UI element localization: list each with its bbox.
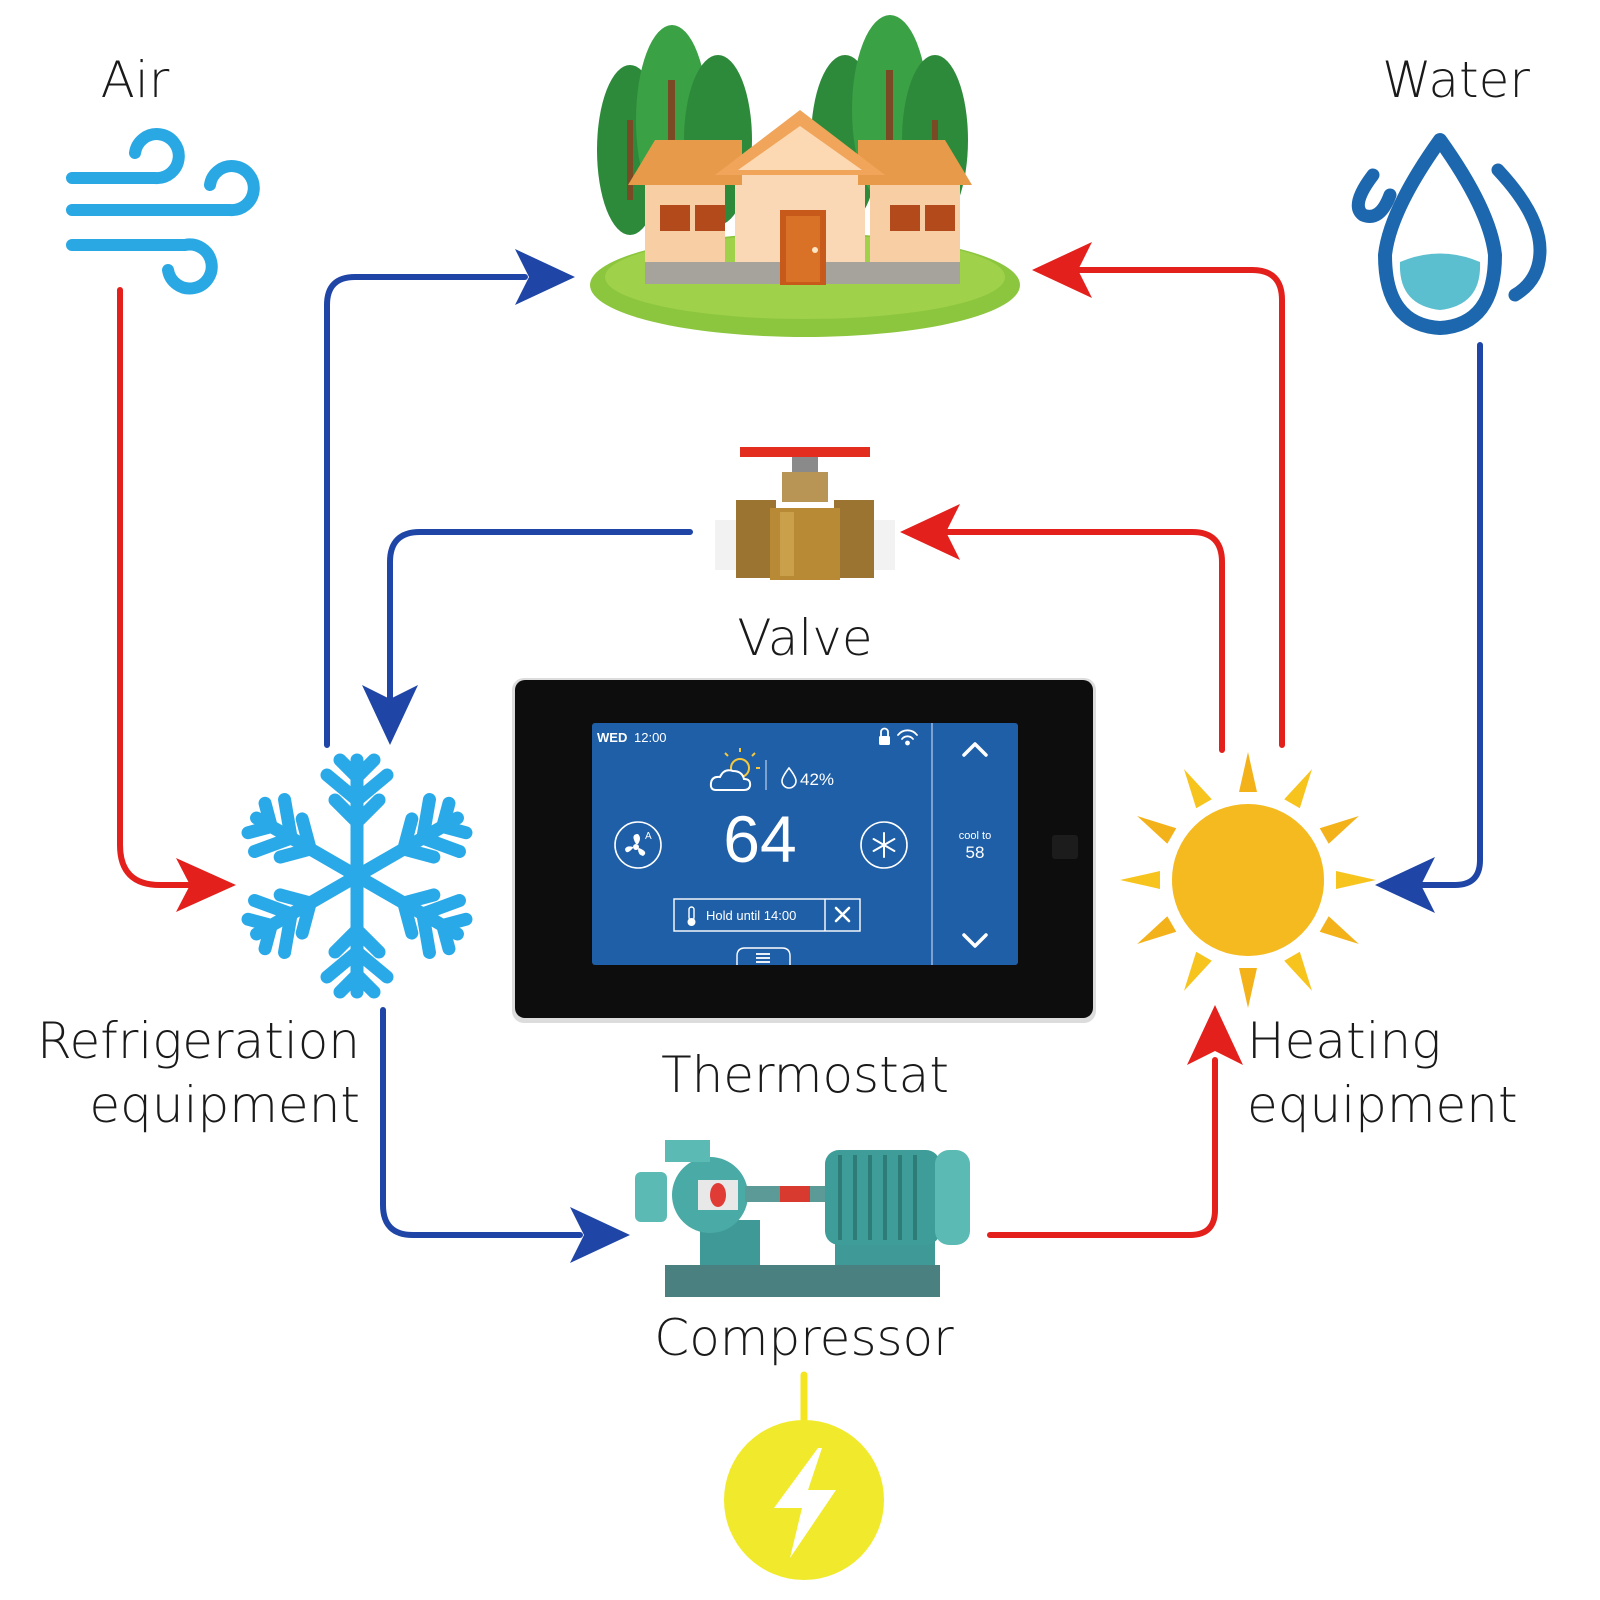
setpoint-label: cool to [959,830,991,842]
water-to-heating-line [1417,342,1483,888]
screen-humidity: 42% [800,770,834,789]
compressor-label: Compressor [654,1309,954,1367]
cool-mode-button[interactable] [860,821,908,869]
sun-ray [1284,951,1312,991]
sun-ray [1239,752,1257,792]
wifi-icon [897,729,918,746]
sun-ray [1336,871,1376,889]
screen-day: WED [597,730,627,745]
sun-ray [1239,968,1257,1008]
thermostat-screen: WED 12:00 42% 64 [592,723,1018,965]
valve-to-refrigeration-line [387,529,693,703]
humidity-icon [781,766,797,789]
compressor-to-heating-line [987,1057,1218,1238]
close-icon [834,906,851,923]
sun-ray [1319,816,1359,844]
menu-icon [756,953,770,963]
setpoint-value: 58 [966,843,985,862]
air-to-refrigeration-line [117,287,193,888]
screen-temperature: 64 [723,802,796,876]
temperature-down-button[interactable] [940,920,1010,960]
heating-to-house-line [1075,267,1285,748]
thermometer-icon [687,906,696,926]
compressor-node: Compressor [635,1140,970,1367]
water-drops-icon [1351,133,1547,335]
pump-icon [635,1140,970,1297]
thermostat-device: WED 12:00 42% 64 [512,678,1096,1104]
refrigeration-label-line1: Refrigeration [37,1012,360,1070]
compressor-to-heating-arrowhead [1187,1005,1243,1065]
sun-ray [1137,816,1177,844]
temperature-up-button[interactable] [940,730,1010,770]
heating-to-valve-line [942,529,1225,753]
refrigeration-to-house-line [324,274,528,748]
heating-node: Heating equipment [1120,752,1518,1134]
sun-ray [1184,951,1212,991]
screen-time: 12:00 [634,730,667,745]
heating-to-valve-arrowhead [900,504,960,560]
heating-to-house-arrowhead [1032,242,1092,298]
refrigeration-to-house-arrowhead [515,249,575,305]
water-node: Water [1351,51,1547,335]
air-node: Air [66,51,260,295]
refrigeration-node: Refrigeration equipment [37,753,473,1134]
chevron-up-icon [962,742,988,757]
menu-button[interactable] [736,947,791,965]
valve-to-refrigeration-arrowhead [362,685,418,745]
cancel-hold-button[interactable] [826,900,859,930]
fan-icon: A [625,831,652,856]
lock-icon [879,727,890,745]
sun-ray [1284,769,1312,809]
refrigeration-to-compressor-line [380,1007,583,1238]
water-label: Water [1382,51,1530,109]
snowflake-icon [242,753,473,992]
flow-lines [117,242,1483,1424]
partly-sunny-icon [709,748,760,791]
valve-node: Valve [715,447,895,667]
sun-icon [1120,752,1376,1008]
valve-label: Valve [737,609,872,667]
power-node [724,1420,884,1580]
chevron-down-icon [962,933,988,948]
hold-bar: Hold until 14:00 [673,898,861,932]
heating-label-line1: Heating [1247,1012,1441,1070]
sun-ray [1184,769,1212,809]
sun-ray [1319,916,1359,944]
valve-icon [715,447,895,580]
sun-ray [1120,871,1160,889]
air-to-refrigeration-arrowhead [176,858,236,912]
air-label: Air [101,51,170,109]
sun-ray [1137,916,1177,944]
svg-text:A: A [645,831,652,842]
lightning-bolt-icon [774,1448,836,1558]
wind-icon [66,128,260,295]
water-to-heating-arrowhead [1375,857,1435,913]
thermostat-label: Thermostat [661,1046,949,1104]
refrigeration-to-compressor-arrowhead [570,1207,630,1263]
fan-auto-button[interactable]: A [614,821,662,869]
hold-text: Hold until 14:00 [706,908,796,923]
house-icon [590,15,1020,337]
refrigeration-label-line2: equipment [89,1076,360,1134]
snowflake-mode-icon [872,832,896,858]
heating-label-line2: equipment [1247,1076,1518,1134]
